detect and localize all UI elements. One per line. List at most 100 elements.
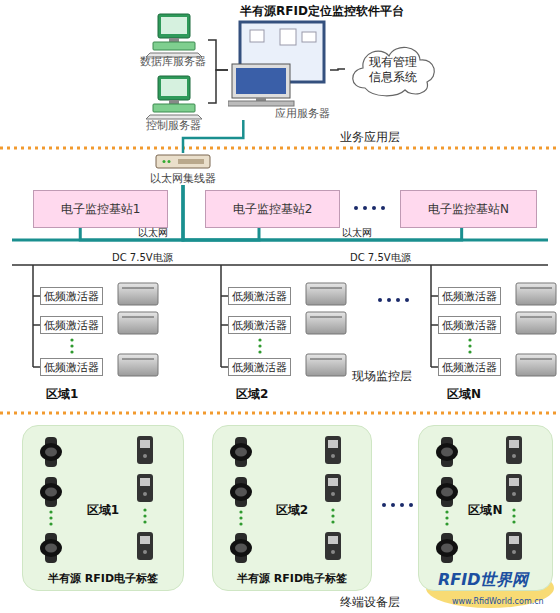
node-art — [45, 437, 57, 467]
node-art — [445, 522, 448, 525]
node-art — [137, 474, 153, 502]
ellipsis-dots — [382, 503, 386, 507]
node-art — [331, 514, 334, 517]
node-art — [45, 533, 57, 563]
ellipsis-dots — [372, 206, 376, 210]
ellipsis-dots — [378, 298, 382, 302]
watermark: RFID世界网 — [438, 570, 528, 591]
node-art — [230, 539, 252, 557]
column-dots — [70, 338, 73, 341]
node-art — [239, 510, 242, 513]
activator-device — [118, 312, 158, 334]
node-art — [146, 115, 202, 119]
node-art — [441, 533, 453, 563]
node-art — [509, 536, 519, 544]
zone-label: 区域2 — [236, 386, 268, 403]
node-label: 低频激活器 — [232, 319, 287, 332]
activator-device — [516, 312, 556, 334]
node-art — [153, 42, 195, 50]
device-detail — [122, 359, 154, 360]
activator-device — [118, 283, 158, 305]
column-dots — [468, 338, 471, 341]
node-art — [239, 516, 242, 519]
node-caption: 半有源 RFID电子标签 — [213, 571, 371, 586]
node-art — [137, 532, 153, 560]
tag-region: 区域1 半有源 RFID电子标签 — [22, 425, 184, 591]
node-art — [143, 514, 146, 517]
node-art — [230, 483, 252, 501]
node-art — [441, 544, 453, 553]
node-art — [168, 160, 171, 163]
node-label: 低频激活器 — [44, 290, 99, 303]
node-art — [325, 474, 341, 502]
activator-box: 低频激活器 — [438, 358, 501, 376]
node-art — [506, 436, 522, 464]
node-art — [441, 477, 453, 507]
node-art — [328, 440, 338, 448]
activator-device — [516, 283, 556, 305]
node-art — [512, 514, 515, 517]
node-art — [506, 532, 522, 560]
node-art — [45, 477, 57, 507]
node-art — [137, 532, 153, 560]
node-label: 低频激活器 — [232, 290, 287, 303]
node-art — [509, 440, 519, 448]
power-bus — [221, 324, 228, 326]
node-art — [230, 437, 252, 467]
device-detail — [310, 317, 342, 318]
node-art — [235, 477, 247, 507]
node-art — [235, 488, 247, 497]
tag-region: 区域N — [418, 425, 553, 591]
zone-label: 区域N — [447, 386, 481, 403]
base-station-box: 电子监控基站2 — [205, 190, 340, 228]
node-art — [140, 478, 150, 486]
node-art — [228, 20, 330, 120]
node-art — [280, 29, 296, 45]
node-label: 以太网集线器 — [146, 172, 220, 185]
node-art — [239, 522, 242, 525]
node-art — [445, 510, 448, 513]
power-bus — [430, 265, 432, 367]
node-art — [161, 17, 187, 34]
cloud-shape: 现有管理信息系统 — [345, 40, 440, 98]
node-art — [49, 510, 52, 513]
node-art — [230, 477, 252, 507]
node-art — [331, 520, 334, 523]
node-art — [40, 477, 62, 507]
node-label: 区域1 — [23, 502, 183, 519]
server-icon: 控制服务器 — [138, 74, 208, 132]
power-bus — [221, 295, 228, 297]
column-dots — [70, 344, 73, 347]
node-label: 低频激活器 — [44, 361, 99, 374]
layer-label: 现场监控层 — [352, 368, 412, 385]
node-art — [512, 520, 515, 523]
connector — [330, 69, 345, 70]
zone-label: 区域1 — [46, 386, 78, 403]
node-art — [137, 436, 153, 464]
node-art — [325, 436, 341, 464]
node-art — [40, 483, 62, 501]
node-art — [153, 104, 195, 112]
ellipsis-dots — [409, 503, 413, 507]
power-bus — [33, 324, 40, 326]
node-art — [441, 488, 453, 497]
node-art — [512, 454, 516, 458]
layer-divider — [0, 147, 560, 150]
layer-divider — [0, 148, 560, 413]
activator-device — [306, 354, 346, 376]
node-art — [158, 14, 190, 38]
node-art — [436, 443, 458, 461]
node-art — [158, 76, 190, 100]
node-art — [512, 508, 515, 511]
node-art — [45, 488, 57, 497]
node-label: 现有管理信息系统 — [366, 55, 420, 85]
connector — [208, 70, 228, 103]
node-art — [436, 477, 458, 507]
node-art — [178, 159, 204, 164]
node-art — [169, 38, 179, 42]
node-caption: 半有源 RFID电子标签 — [23, 571, 183, 586]
node-label: 数据库服务器 — [134, 55, 212, 68]
node-label: 控制服务器 — [134, 119, 212, 132]
node-art — [445, 516, 448, 519]
